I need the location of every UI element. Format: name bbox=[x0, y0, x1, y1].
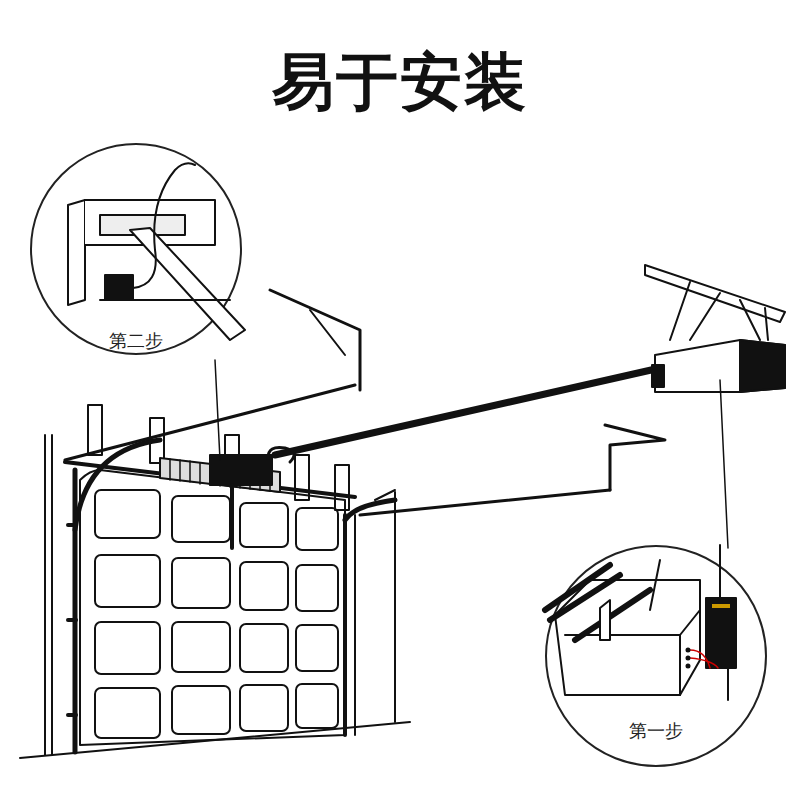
door-panel bbox=[95, 688, 160, 738]
door-panel bbox=[240, 685, 288, 731]
right-hanger-bracket bbox=[605, 425, 665, 490]
page-title: 易于安装 bbox=[0, 40, 800, 124]
door-arm bbox=[230, 485, 234, 548]
door-panel bbox=[296, 625, 338, 671]
header-stud bbox=[295, 455, 309, 500]
door-panel bbox=[95, 622, 160, 674]
door-panel bbox=[296, 565, 338, 611]
step-label: 第二步 bbox=[32, 329, 240, 353]
right-curved-track bbox=[345, 500, 395, 520]
door-right-edge bbox=[354, 515, 356, 735]
left-wall-inner bbox=[51, 435, 53, 755]
door-panel bbox=[240, 624, 288, 672]
mount-brackets bbox=[670, 282, 768, 340]
door-panel bbox=[172, 622, 230, 672]
inset-circle: 第一步 bbox=[545, 545, 767, 767]
opener-light bbox=[652, 365, 664, 387]
door-panel bbox=[172, 686, 230, 734]
door-panel bbox=[95, 490, 160, 538]
right-horizontal-track bbox=[360, 490, 610, 515]
ceiling-mount-plate bbox=[645, 265, 785, 322]
door-panel bbox=[95, 555, 160, 607]
step-label: 第一步 bbox=[547, 719, 765, 743]
door-panel bbox=[172, 496, 230, 542]
left-wall bbox=[44, 435, 46, 755]
door-panel bbox=[240, 562, 288, 610]
track-bolt bbox=[68, 618, 76, 622]
opener-rail bbox=[275, 368, 660, 455]
inset-circle: 第二步 bbox=[30, 143, 242, 355]
wall-corner bbox=[375, 490, 395, 500]
door-outline bbox=[80, 470, 345, 745]
door-panel bbox=[172, 558, 230, 608]
header-stud bbox=[150, 418, 164, 463]
track-bolt bbox=[68, 713, 76, 717]
door-panel bbox=[296, 684, 338, 728]
right-wall bbox=[394, 492, 396, 722]
left-hanger-bracket bbox=[270, 290, 360, 390]
leader-line bbox=[215, 360, 220, 460]
opener-motor-end bbox=[740, 340, 785, 392]
header-stud bbox=[335, 465, 349, 510]
leader-line bbox=[720, 380, 728, 548]
hanger-brace bbox=[310, 310, 345, 355]
door-panel bbox=[240, 503, 288, 547]
header-stud bbox=[88, 405, 102, 455]
door-panel bbox=[296, 508, 338, 550]
